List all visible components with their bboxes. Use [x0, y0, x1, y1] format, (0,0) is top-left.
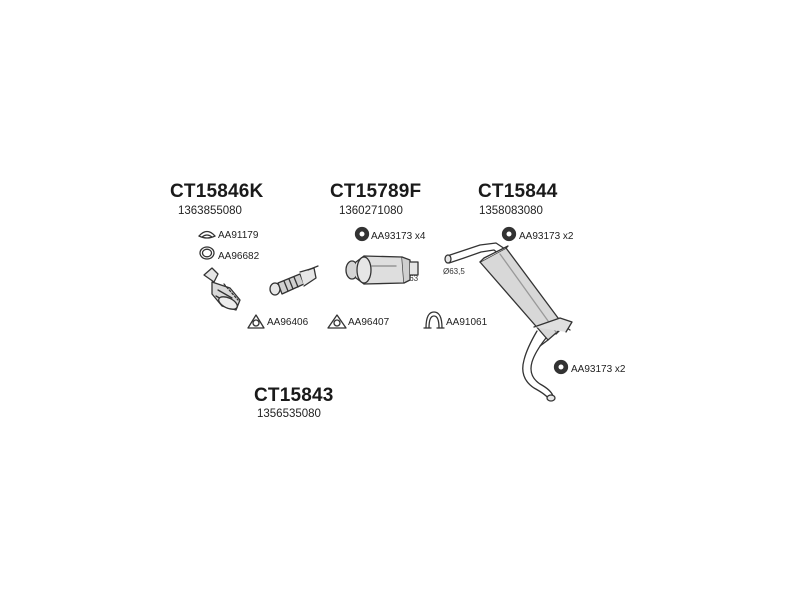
clamp-aa91061-icon	[423, 311, 445, 329]
group-oem-ct15844: 1358083080	[479, 205, 543, 217]
ref-aa91179: AA91179	[218, 230, 259, 241]
ref-aa96407: AA96407	[348, 317, 390, 328]
ref-aa93173-x2-lower: AA93173 x2	[571, 364, 626, 375]
flexible-pipe-icon	[269, 265, 319, 296]
middle-silencer-icon	[345, 255, 419, 285]
clamp-aa93173-x2-lower-icon	[553, 359, 569, 375]
group-oem-ct15846k: 1363855080	[178, 205, 242, 217]
ring-aa96682-icon	[199, 246, 215, 260]
dimension-d63-5: Ø63,5	[443, 267, 465, 276]
group-code-ct15844: CT15844	[478, 181, 558, 202]
ref-aa91061: AA91061	[446, 317, 488, 328]
ref-aa93173-x2-upper: AA93173 x2	[519, 231, 574, 242]
ref-aa96406: AA96406	[267, 317, 309, 328]
gasket-aa96407-icon	[327, 314, 347, 329]
rear-silencer-icon	[444, 242, 573, 402]
ref-aa96682: AA96682	[218, 251, 260, 262]
catalytic-converter-icon	[203, 267, 241, 311]
gasket-aa96406-icon	[247, 314, 265, 329]
group-code-ct15846k: CT15846K	[170, 181, 264, 202]
clamp-aa93173-x2-upper-icon	[501, 226, 517, 242]
group-oem-ct15789f: 1360271080	[339, 205, 403, 217]
clamp-aa93173-x4-icon	[354, 226, 370, 242]
group-oem-ct15843: 1356535080	[257, 408, 321, 420]
group-code-ct15789f: CT15789F	[330, 181, 422, 202]
gasket-aa91179-icon	[198, 230, 216, 239]
group-code-ct15843: CT15843	[254, 385, 334, 406]
ref-aa93173-x4: AA93173 x4	[371, 231, 426, 242]
